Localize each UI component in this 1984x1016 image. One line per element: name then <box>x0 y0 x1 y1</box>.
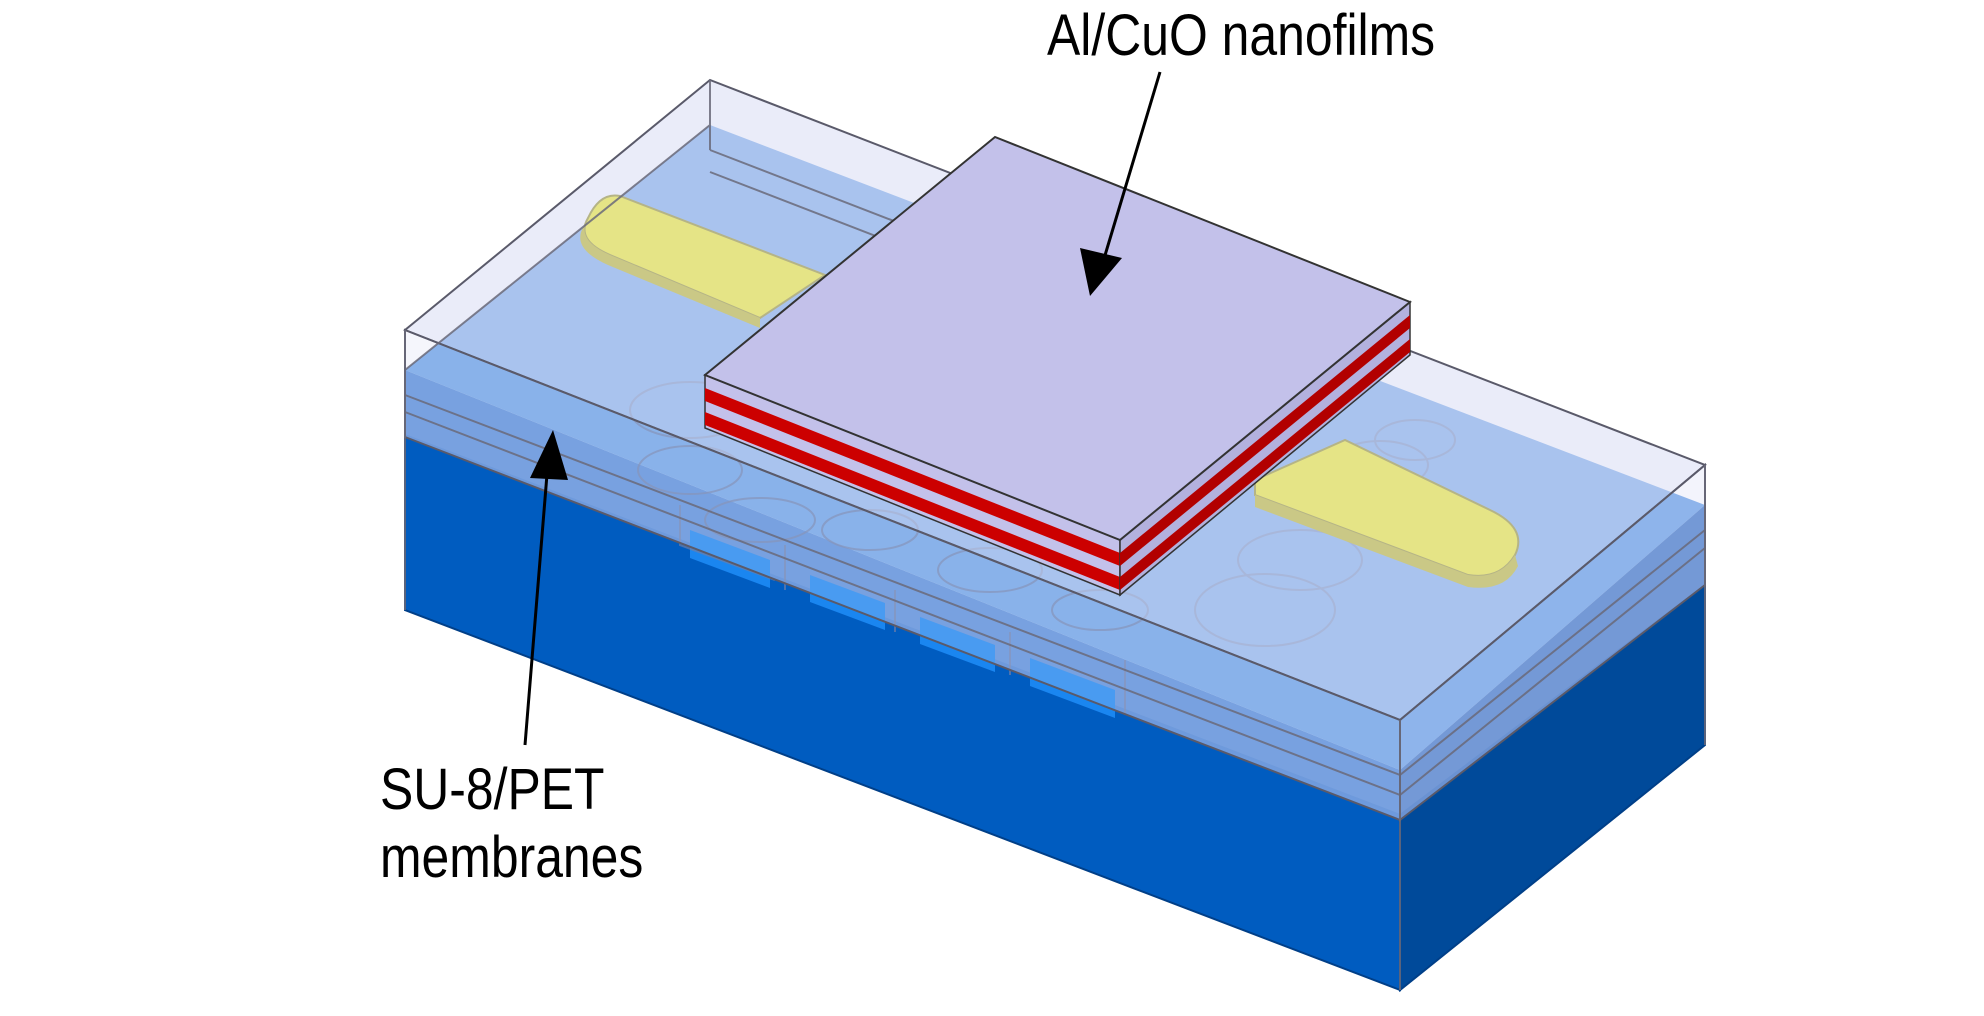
nanofilm-stack <box>703 135 1412 597</box>
annotation-arrows <box>523 71 1162 746</box>
chamber-3 <box>920 617 995 672</box>
film-top-face <box>703 135 1412 542</box>
film-red-layer-2 <box>705 412 1120 590</box>
film-red-side-1 <box>1120 315 1410 566</box>
arrow-nanofilms-head <box>1080 248 1122 296</box>
arrow-membranes-head <box>530 430 568 480</box>
membranes-label-line-1: SU-8/PET <box>380 757 605 822</box>
arrow-membranes-shaft <box>523 461 550 746</box>
membrane-layer-line <box>404 124 711 371</box>
label-su8-pet-membranes: SU-8/PET membranes <box>380 756 643 892</box>
channel-ring <box>704 497 816 543</box>
membrane-front-band <box>405 370 1400 820</box>
chamber-1 <box>690 530 770 588</box>
arrow-nanofilms-shaft <box>1101 71 1162 263</box>
film-red-layer-1 <box>705 388 1120 566</box>
nanofilms-label-text: Al/CuO nanofilms <box>1047 3 1436 68</box>
membranes-label-line-2: membranes <box>380 825 644 890</box>
label-al-cuo-nanofilms: Al/CuO nanofilms <box>1047 2 1435 70</box>
channel-ring <box>637 445 743 495</box>
chamber-2 <box>810 575 885 630</box>
film-red-side-2 <box>1120 339 1410 590</box>
membrane-side-band <box>1400 505 1705 820</box>
